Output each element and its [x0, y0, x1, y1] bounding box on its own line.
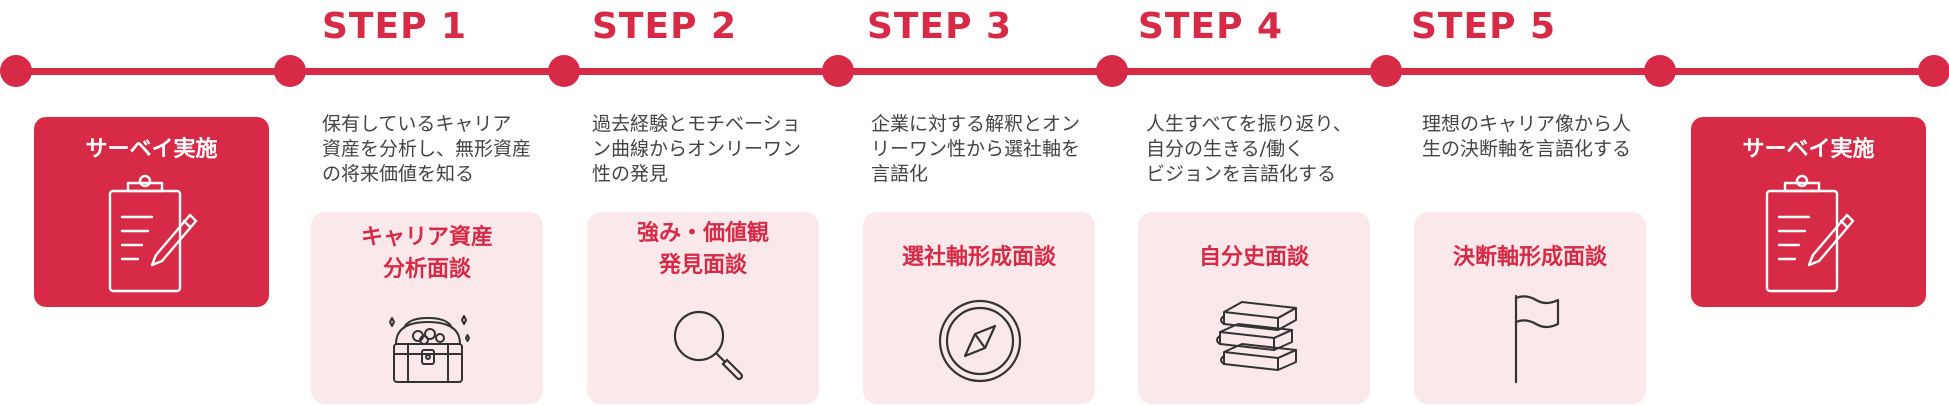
interview-card-3: 選社軸形成面談 [863, 212, 1095, 404]
step-description-4: 人生すべてを振り返り、 自分の生きる/働く ビジョンを言語化する [1146, 113, 1352, 185]
step-label-3: STEP 3 [867, 6, 1013, 47]
timeline-node [548, 55, 580, 87]
flag-icon [1514, 294, 1560, 384]
treasure-chest-icon [389, 315, 470, 383]
card-title: キャリア資産 分析面談 [360, 225, 493, 282]
card-title: 強み・価値観 発見面談 [636, 221, 769, 278]
clipboard-pencil-icon [1765, 174, 1855, 293]
survey-end-box: サーベイ実施 [1691, 117, 1926, 307]
survey-start-title: サーベイ実施 [85, 137, 218, 162]
timeline-node [274, 55, 306, 87]
timeline-node [1370, 55, 1402, 87]
card-title: 自分史面談 [1198, 245, 1309, 270]
clipboard-pencil-icon [108, 174, 198, 293]
timeline-line [16, 68, 1938, 75]
card-title: 選社軸形成面談 [901, 245, 1056, 270]
interview-card-5: 決断軸形成面談 [1414, 212, 1646, 404]
interview-card-1: キャリア資産 分析面談 [311, 212, 543, 404]
interview-card-4: 自分史面談 [1138, 212, 1370, 404]
timeline-node [0, 55, 32, 87]
card-title: 決断軸形成面談 [1452, 245, 1607, 270]
step-label-5: STEP 5 [1411, 6, 1557, 47]
step-description-5: 理想のキャリア像から人 生の決断軸を言語化する [1422, 113, 1632, 160]
timeline-node [1918, 55, 1949, 87]
timeline-node [1644, 55, 1676, 87]
step-description-2: 過去経験とモチベーショ ン曲線からオンリーワン 性の発見 [592, 113, 802, 185]
step-description-1: 保有しているキャリア 資産を分析し、無形資産 の将来価値を知る [322, 113, 532, 185]
step-label-2: STEP 2 [592, 6, 738, 47]
step-label-1: STEP 1 [322, 6, 468, 47]
compass-icon [938, 299, 1022, 383]
magnifier-icon [673, 310, 744, 381]
survey-start-box: サーベイ実施 [34, 117, 269, 307]
timeline-node [1096, 55, 1128, 87]
step-label-4: STEP 4 [1138, 6, 1284, 47]
timeline-node [822, 55, 854, 87]
books-icon [1216, 301, 1297, 371]
survey-end-title: サーベイ実施 [1742, 137, 1875, 162]
step-description-3: 企業に対する解釈とオン リーワン性から選社軸を 言語化 [871, 113, 1081, 185]
interview-card-2: 強み・価値観 発見面談 [587, 212, 819, 404]
